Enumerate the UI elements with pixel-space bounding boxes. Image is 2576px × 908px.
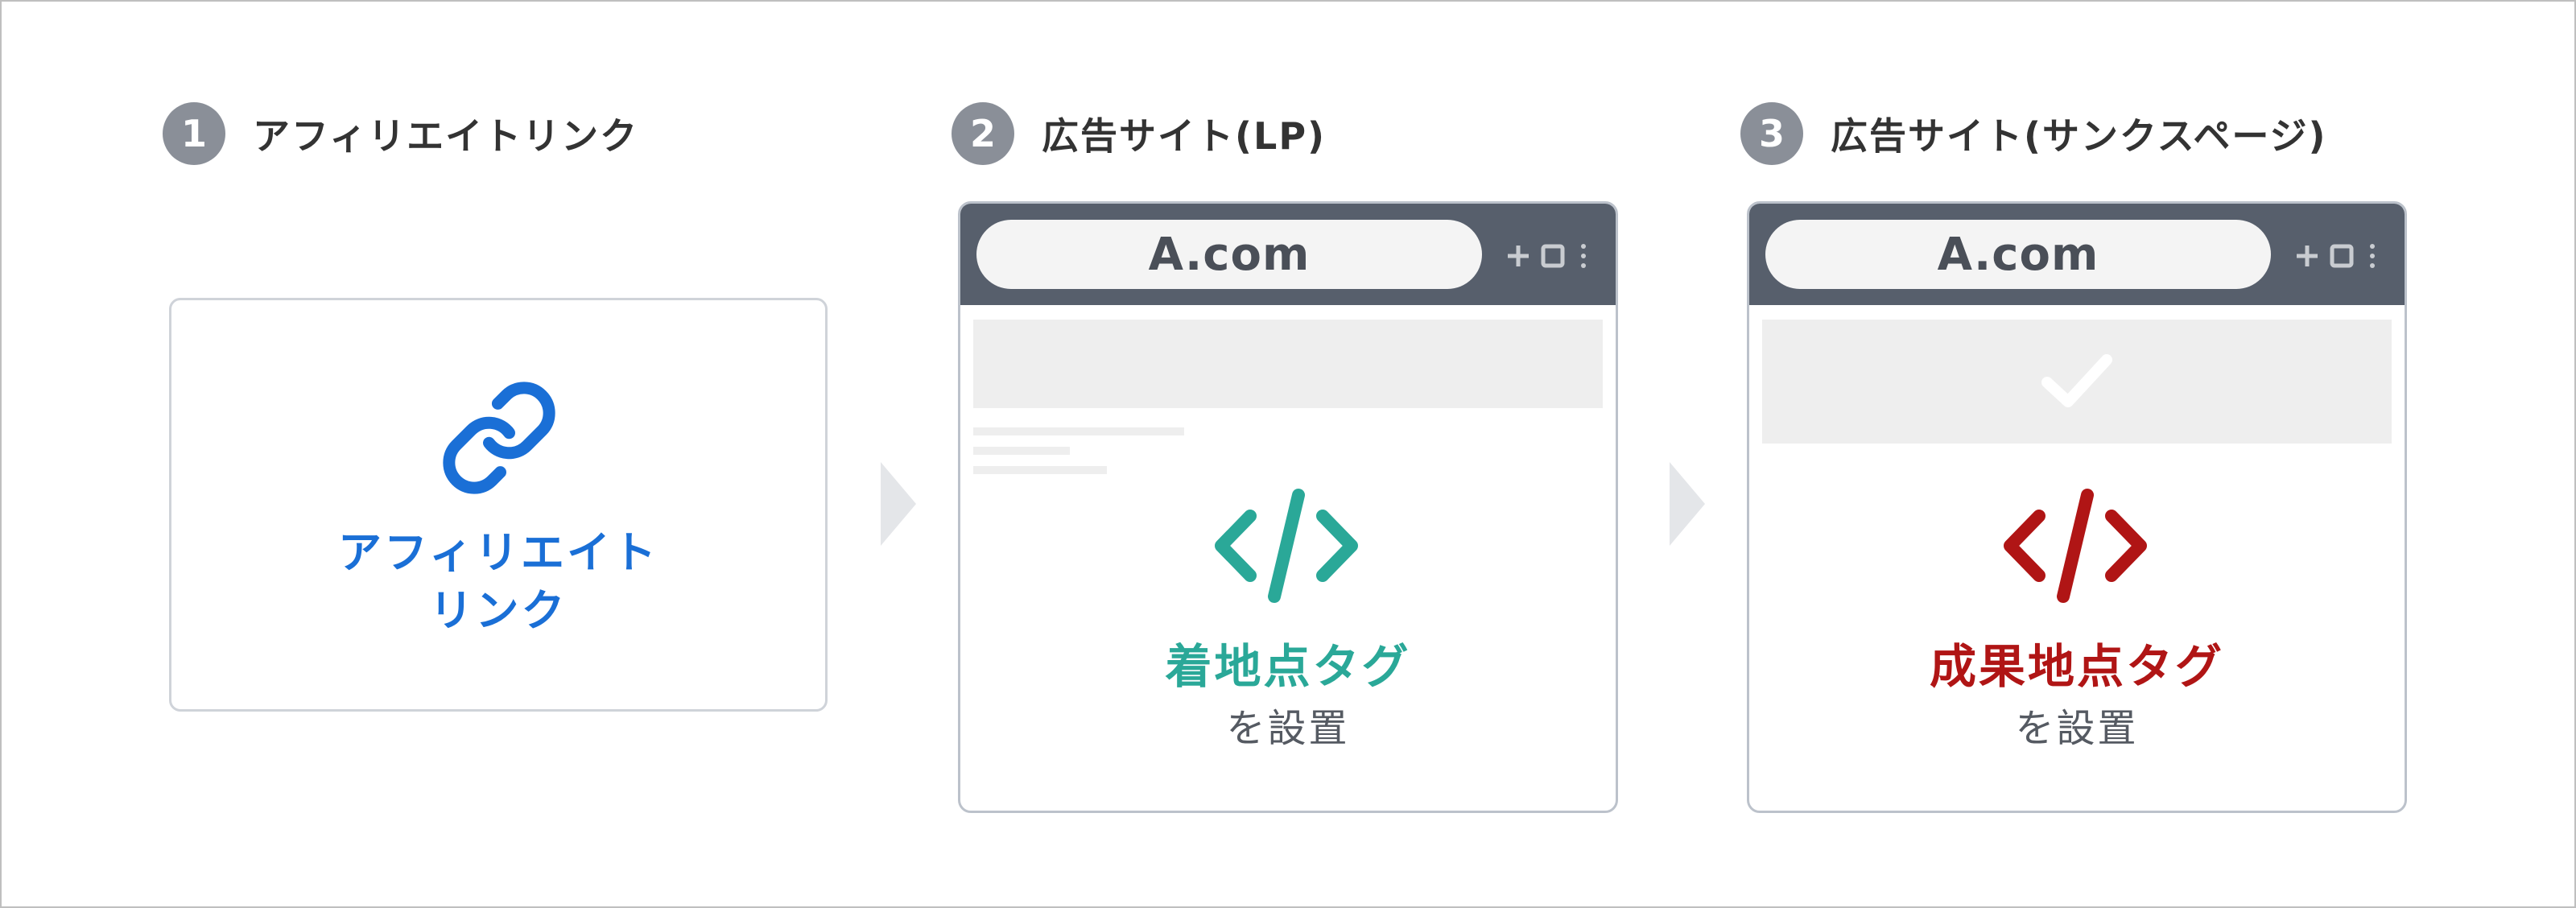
step-arrow-icon	[1670, 462, 1705, 546]
landing-tag-subtitle: を設置	[1226, 706, 1350, 751]
conversion-tag-title: 成果地点タグ	[1929, 639, 2224, 694]
window-controls-icon	[1508, 244, 1586, 268]
page-content-placeholder	[1762, 320, 2392, 444]
url-bar: A.com	[1765, 220, 2271, 289]
landing-tag-title: 着地点タグ	[1165, 639, 1411, 694]
affiliate-link-label: アフィリエイト リンク	[171, 524, 825, 640]
step-number-badge: 3	[1740, 102, 1803, 165]
affiliate-link-label-line2: リンク	[429, 585, 568, 636]
step-header-2: 2 広告サイト(LP)	[952, 101, 1326, 166]
step-header-3: 3 広告サイト(サンクスページ)	[1740, 101, 2327, 166]
affiliate-link-label-line1: アフィリエイト	[338, 527, 658, 578]
step-arrow-icon	[881, 462, 916, 546]
step-number-badge: 1	[163, 102, 225, 165]
window-controls-icon	[2297, 244, 2375, 268]
step-title: 広告サイト(サンクスページ)	[1831, 114, 2327, 158]
browser-window-lp: A.com 着地点タグ を設置	[958, 201, 1618, 813]
url-bar: A.com	[976, 220, 1482, 289]
step-header-1: 1 アフィリエイトリンク	[163, 101, 638, 166]
checkmark-icon	[2041, 354, 2112, 407]
step-title: アフィリエイトリンク	[253, 114, 639, 158]
text-line-placeholder	[973, 466, 1107, 474]
browser-toolbar: A.com	[960, 204, 1616, 305]
browser-toolbar: A.com	[1749, 204, 2405, 305]
code-icon	[1215, 489, 1358, 603]
text-line-placeholder	[973, 447, 1070, 455]
conversion-tag-subtitle: を設置	[2015, 706, 2139, 751]
affiliate-link-card: アフィリエイト リンク	[169, 298, 828, 712]
page-content-placeholder	[973, 320, 1603, 408]
link-icon	[443, 382, 555, 494]
browser-window-thanks: A.com 成果地点タグ を設置	[1747, 201, 2407, 813]
text-line-placeholder	[973, 427, 1184, 435]
step-number-badge: 2	[952, 102, 1014, 165]
code-icon	[2004, 489, 2147, 603]
step-title: 広告サイト(LP)	[1042, 114, 1327, 158]
